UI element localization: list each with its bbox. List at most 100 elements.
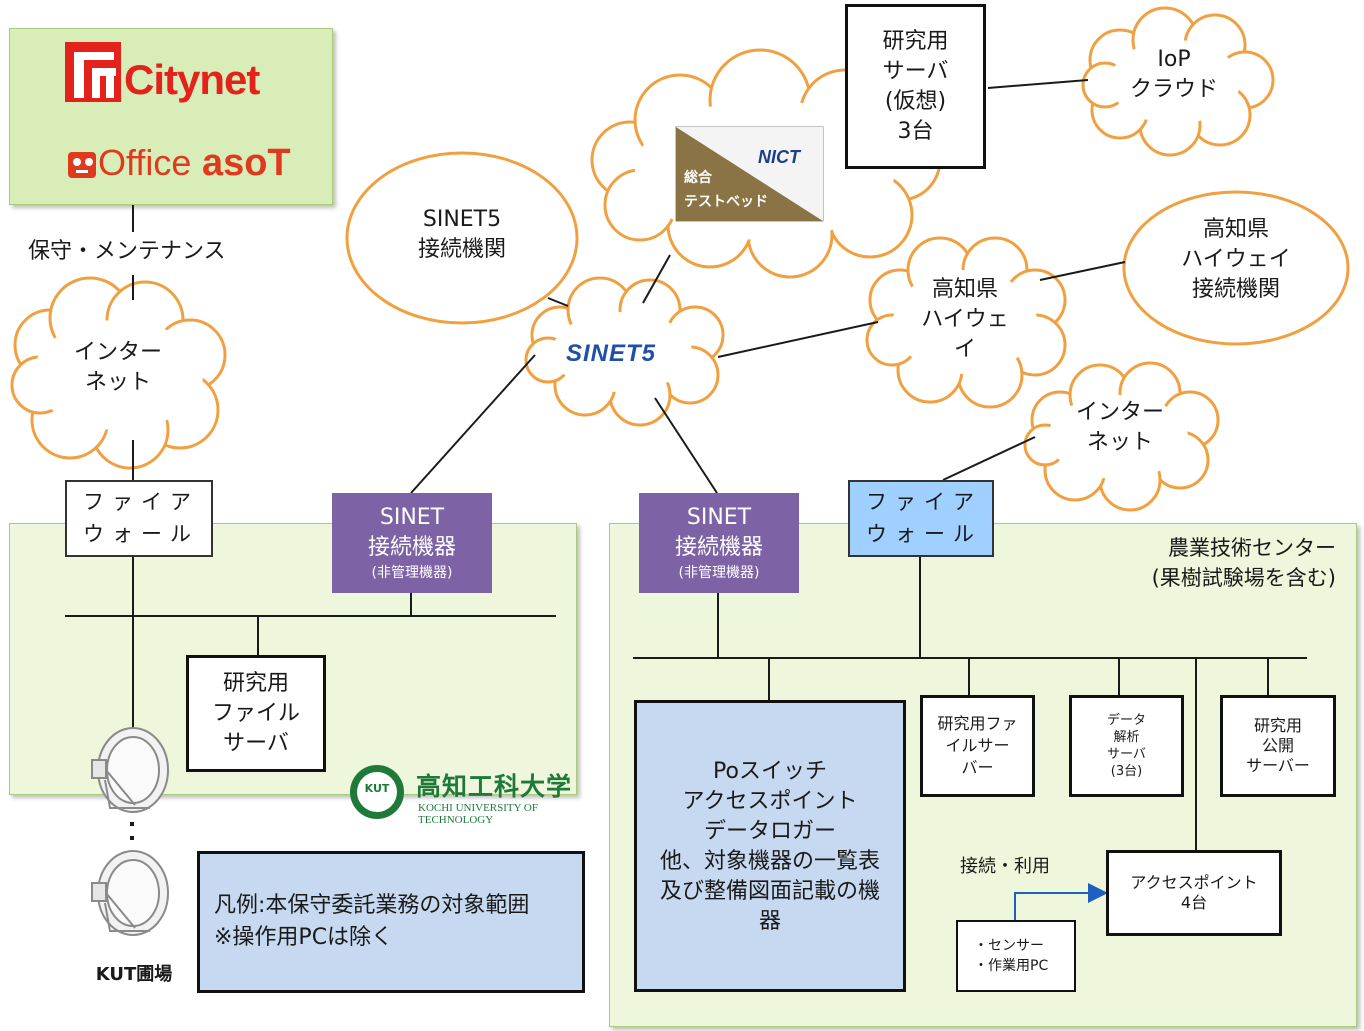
sinet5-org-line1: SINET5 xyxy=(422,207,502,232)
research-server-line1: 研究用 xyxy=(882,28,949,54)
sinet-left-line2: 接続機器 xyxy=(367,535,456,560)
file-server-right-line2: イルサー xyxy=(945,736,1010,755)
nict-line2: テストベッド xyxy=(684,194,768,210)
file-server-right-line1: 研究用ファ xyxy=(937,714,1018,733)
sensor-pc-box: ・センサー ・作業用PC xyxy=(956,920,1076,992)
sinet-device-left: SINET 接続機器 (非管理機器) xyxy=(332,493,492,593)
data-analysis-line2: 解析 xyxy=(1113,730,1140,745)
research-server-line3: (仮想) xyxy=(884,88,947,114)
public-server: 研究用 公開 サーバー xyxy=(1220,695,1336,797)
file-server-left: 研究用 ファイル サーバ xyxy=(186,655,326,772)
poe-line4: 他、対象機器の一覧表 xyxy=(659,849,880,874)
poe-switch-box: Poスイッチ アクセスポイント データロガー 他、対象機器の一覧表 及び整備図面… xyxy=(634,700,906,992)
internet-right-line1: インター xyxy=(1075,400,1164,425)
kochi-highway-cloud xyxy=(865,236,1067,409)
poe-line1: Poスイッチ xyxy=(713,759,827,784)
internet-cloud-left xyxy=(10,276,227,470)
poe-line6: 器 xyxy=(758,909,781,934)
iop-line1: IoP xyxy=(1157,47,1191,72)
top-left-logo-region xyxy=(9,28,333,205)
internet-cloud-right xyxy=(1023,361,1220,512)
data-analysis-line3: サーバ xyxy=(1107,747,1146,762)
public-server-line3: サーバー xyxy=(1246,756,1310,775)
kochi-hw-cloud-line3: イ xyxy=(953,337,976,362)
kochi-hw-org-line1: 高知県 xyxy=(1202,217,1269,242)
legend-line1: 凡例:本保守委託業務の対象範囲 xyxy=(214,893,530,918)
access-point-box: アクセスポイント 4台 xyxy=(1106,850,1282,936)
office-logo-text: Office xyxy=(98,142,192,183)
file-server-right-line3: バー xyxy=(961,758,994,777)
citynet-logo-mark xyxy=(65,42,121,102)
sinet5-org-label: SINET5 接続機関 xyxy=(392,205,532,265)
sinet-right-line2: 接続機器 xyxy=(674,535,763,560)
nict-logo: NICT 総合 テストベッド xyxy=(676,127,823,221)
iop-cloud-label: IoP クラウド xyxy=(1128,45,1220,105)
kochi-highway-cloud-label: 高知県 ハイウェ イ xyxy=(910,275,1020,365)
legend-box: 凡例:本保守委託業務の対象範囲 ※操作用PCは除く xyxy=(197,851,585,993)
research-server-line4: 3台 xyxy=(897,118,934,144)
office-asot-logo: Office asoT xyxy=(98,142,291,185)
file-server-left-line3: サーバ xyxy=(223,730,289,756)
sinet5-logo: SINET5 xyxy=(566,340,657,367)
nict-badge-text: NICT xyxy=(758,147,800,167)
kut-field-label: KUT圃場 xyxy=(95,964,173,985)
kut-name-jp: 高知工科大学 xyxy=(416,772,573,801)
iop-cloud xyxy=(1081,6,1275,157)
maintenance-label: 保守・メンテナンス xyxy=(26,233,228,265)
internet-left-line2: ネット xyxy=(84,370,151,395)
poe-line2: アクセスポイント xyxy=(682,789,858,814)
file-server-right: 研究用ファ イルサー バー xyxy=(920,695,1035,797)
data-analysis-line4: (3台) xyxy=(1110,764,1143,779)
kut-seal-icon xyxy=(350,765,404,819)
satellite-dish-icon-top xyxy=(91,727,169,813)
access-point-line2: 4台 xyxy=(1180,893,1208,912)
internet-right-line2: ネット xyxy=(1086,430,1153,455)
nict-line1: 総合 xyxy=(684,170,712,186)
access-point-line1: アクセスポイント xyxy=(1130,873,1258,892)
sinet-left-line1: SINET xyxy=(379,505,445,530)
public-server-line1: 研究用 xyxy=(1253,716,1302,735)
sinet5-org-line2: 接続機関 xyxy=(417,237,506,262)
public-server-line2: 公開 xyxy=(1261,736,1294,755)
kut-logo: KUT 高知工科大学 KOCHI UNIVERSITY OF TECHNOLOG… xyxy=(352,765,600,826)
asot-logo-text: asoT xyxy=(201,142,291,184)
satellite-dish-icon-bottom xyxy=(91,850,169,936)
firewall-right-line1: ファイア xyxy=(866,490,982,514)
file-server-left-line2: ファイル xyxy=(211,700,300,726)
sinet5-cloud xyxy=(524,276,725,427)
file-server-left-line1: 研究用 xyxy=(222,670,289,696)
internet-left-line1: インター xyxy=(73,340,162,365)
center-title-line2: (果樹試験場を含む) xyxy=(1151,566,1336,590)
firewall-right-line2: ウォール xyxy=(866,522,982,546)
internet-right-label: インター ネット xyxy=(1060,398,1180,458)
firewall-left: ファイア ウォール xyxy=(65,480,213,557)
firewall-left-line1: ファイア xyxy=(83,490,199,514)
iop-line2: クラウド xyxy=(1129,77,1218,102)
sinet-right-line3: (非管理機器) xyxy=(678,565,760,581)
data-analysis-line1: データ xyxy=(1106,713,1146,728)
nict-logo-badge xyxy=(675,126,824,222)
kochi-highway-org-circle xyxy=(1122,190,1350,346)
data-analysis-server: データ 解析 サーバ (3台) xyxy=(1069,695,1184,797)
center-title: 農業技術センター (果樹試験場を含む) xyxy=(1110,533,1336,593)
sinet-right-line1: SINET xyxy=(686,505,752,530)
sinet-device-right: SINET 接続機器 (非管理機器) xyxy=(639,493,799,593)
sensor-line1: ・センサー xyxy=(974,938,1044,954)
poe-line3: データロガー xyxy=(703,819,836,844)
sensor-line2: ・作業用PC xyxy=(974,958,1049,974)
center-title-line1: 農業技術センター xyxy=(1168,536,1336,560)
kochi-hw-org-line3: 接続機関 xyxy=(1191,277,1280,302)
kochi-hw-cloud-line1: 高知県 xyxy=(931,277,998,302)
citynet-logo-text: Citynet xyxy=(124,56,260,103)
kochi-hw-cloud-line2: ハイウェ xyxy=(921,307,1009,332)
poe-line5: 及び整備図面記載の機 xyxy=(659,879,880,904)
research-server-box: 研究用 サーバ (仮想) 3台 xyxy=(845,4,986,169)
kut-name-en: KOCHI UNIVERSITY OF TECHNOLOGY xyxy=(418,802,538,826)
legend-line2: ※操作用PCは除く xyxy=(214,925,394,950)
office-face-icon xyxy=(68,152,96,178)
sinet-left-line3: (非管理機器) xyxy=(371,565,453,581)
firewall-left-line2: ウォール xyxy=(83,522,199,546)
internet-left-label: インター ネット xyxy=(58,338,178,398)
kochi-highway-org-label: 高知県 ハイウェイ 接続機関 xyxy=(1160,215,1312,305)
